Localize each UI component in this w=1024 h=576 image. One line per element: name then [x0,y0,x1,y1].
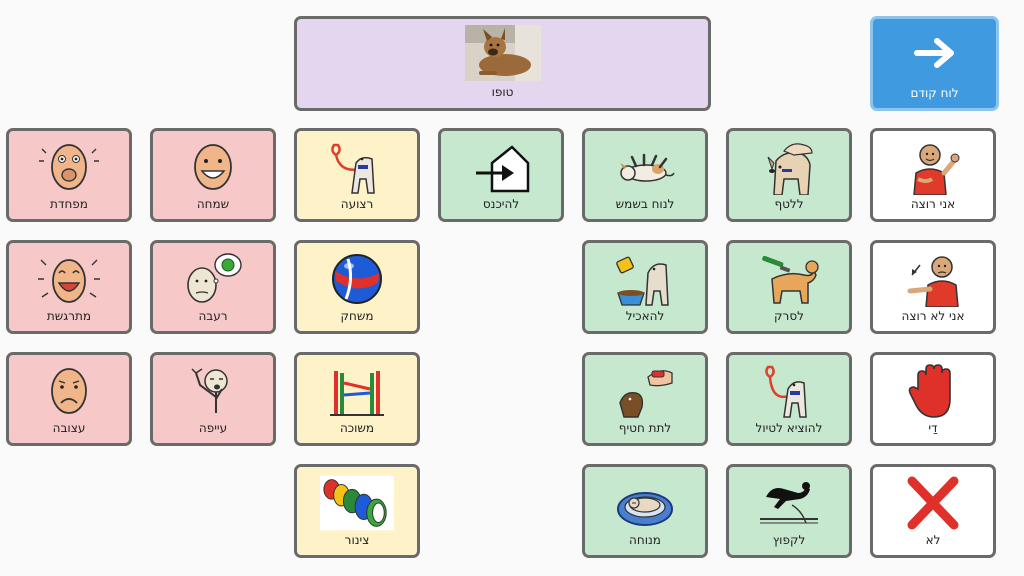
tile-pet[interactable]: ללטף [726,128,852,222]
tile-enter[interactable]: להיכנס [438,128,564,222]
tile-play[interactable]: משחק [294,240,420,334]
tile-treat[interactable]: לתת חטיף [582,352,708,446]
tile-play-label: משחק [340,309,374,323]
tile-sunbathe-label: לנוח בשמש [615,197,675,211]
hurdle-icon [330,371,384,416]
dog-leash-icon [331,143,375,194]
tile-leash-label: רצועה [340,197,374,211]
tile-walk[interactable]: להוציא לטיול [726,352,852,446]
tile-hungry-label: רעבה [198,309,228,323]
tile-walk-label: להוציא לטיול [755,421,823,435]
tile-sad[interactable]: עצובה [6,352,132,446]
previous-board-label: לוח קודם [910,86,959,100]
stop-hand-icon [908,364,951,418]
tile-feed[interactable]: להאכיל [582,240,708,334]
tile-brush-label: לסרק [774,309,804,323]
arrow-right-icon [913,37,954,68]
hungry-face-icon [187,253,242,303]
previous-board-button[interactable]: לוח קודם [870,16,999,111]
tile-excited-label: מתרגשת [46,309,92,323]
tile-happy-label: שמחה [196,197,230,211]
tile-hurdle-label: משוכה [339,421,375,435]
tile-enter-label: להיכנס [482,197,520,211]
tired-person-icon [191,368,228,413]
board-title: טופו [491,85,514,99]
tile-happy[interactable]: שמחה [150,128,276,222]
giving-treat-icon [619,370,673,418]
tile-no[interactable]: לא [870,464,996,558]
scared-face-icon [39,144,99,190]
tile-brush[interactable]: לסרק [726,240,852,334]
brushing-dog-icon [762,255,819,304]
tile-dont-want-label: אני לא רוצה [901,309,965,323]
tile-tunnel[interactable]: צינור [294,464,420,558]
tunnel-icon [320,475,394,531]
tile-pet-label: ללטף [774,197,804,211]
hand-petting-dog-icon [767,143,813,195]
jumping-dog-icon [760,482,818,524]
tile-rest[interactable]: מנוחה [582,464,708,558]
tile-scared[interactable]: מפחדת [6,128,132,222]
tile-no-label: לא [925,533,941,547]
tile-sad-label: עצובה [52,421,86,435]
tile-dont-want[interactable]: אני לא רוצה [870,240,996,334]
tile-hungry[interactable]: רעבה [150,240,276,334]
tile-excited[interactable]: מתרגשת [6,240,132,334]
tile-tired-label: עייפה [198,421,228,435]
tile-jump[interactable]: לקפוץ [726,464,852,558]
person-raising-hand-icon [913,144,960,195]
tile-tunnel-label: צינור [344,533,370,547]
tile-jump-label: לקפוץ [772,533,806,547]
tile-scared-label: מפחדת [50,197,88,211]
tile-rest-label: מנוחה [629,533,661,547]
tile-sunbathe[interactable]: לנוח בשמש [582,128,708,222]
dog-in-bed-icon [617,492,673,526]
board-title-bar[interactable]: טופו [294,16,711,111]
tile-want[interactable]: אני רוצה [870,128,996,222]
tile-hurdle[interactable]: משוכה [294,352,420,446]
sad-face-icon [51,368,87,414]
tile-treat-label: לתת חטיף [618,421,672,435]
tile-enough[interactable]: דַי [870,352,996,446]
tile-feed-label: להאכיל [625,309,665,323]
enter-house-icon [476,145,530,193]
ball-icon [332,254,382,304]
person-refusing-icon [907,256,959,307]
red-x-icon [907,476,959,530]
happy-face-icon [194,144,232,190]
tile-leash[interactable]: רצועה [294,128,420,222]
walking-dog-icon [765,365,807,418]
feeding-dog-icon [616,256,669,306]
dog-lying-on-back-icon [620,153,675,182]
tile-tired[interactable]: עייפה [150,352,276,446]
tile-want-label: אני רוצה [910,197,956,211]
dog-photo-icon [464,25,541,81]
tile-enough-label: דַי [928,421,938,435]
excited-face-icon [38,259,100,303]
